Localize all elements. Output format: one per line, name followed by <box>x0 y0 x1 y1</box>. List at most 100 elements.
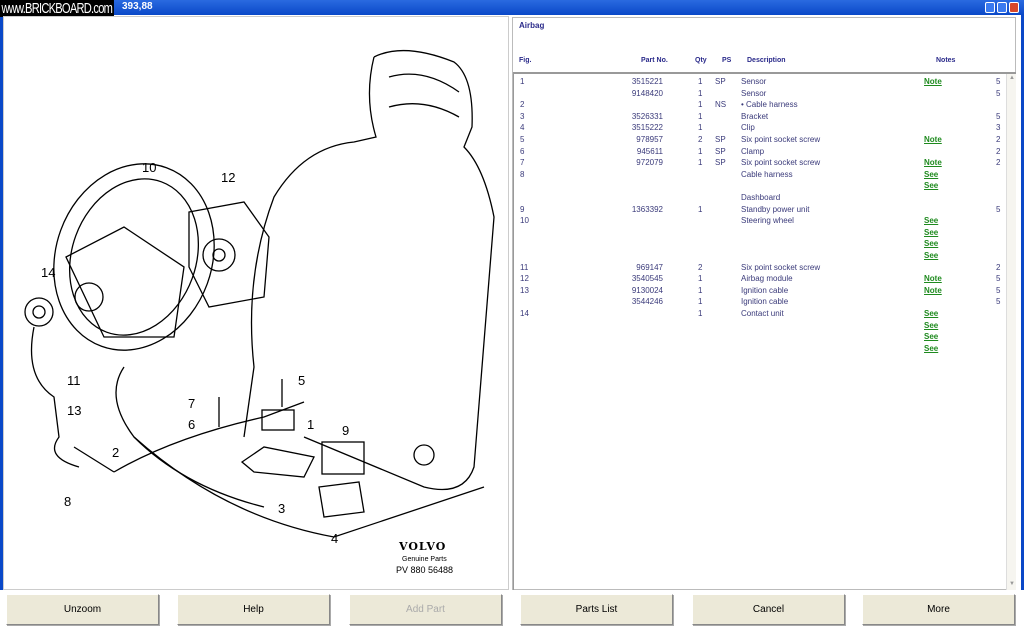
help-button[interactable]: Help <box>177 594 330 625</box>
cancel-button[interactable]: Cancel <box>692 594 845 625</box>
table-row[interactable]: Dashboard <box>514 192 1006 203</box>
scroll-down-icon[interactable]: ▼ <box>1009 581 1015 587</box>
qty-cell: 1 <box>698 146 703 156</box>
callout-13: 13 <box>67 403 81 418</box>
fig-cell: 2 <box>520 100 525 110</box>
qty-cell: 1 <box>698 309 703 318</box>
parts-diagram[interactable]: 1 2 3 4 5 6 7 8 9 10 11 12 13 14 VOLVO G… <box>3 16 509 590</box>
part-no-cell: 945611 <box>636 146 663 156</box>
col-notes: Notes <box>936 57 956 64</box>
note-link[interactable]: See <box>924 343 939 353</box>
table-row[interactable]: See <box>514 343 1006 354</box>
col-qty: Qty <box>695 57 707 64</box>
count-cell: 5 <box>996 285 1001 295</box>
fig-cell: 7 <box>520 158 525 168</box>
qty-cell: 1 <box>698 100 703 110</box>
table-row[interactable]: See <box>514 331 1006 342</box>
description-cell: Contact unit <box>741 309 784 318</box>
table-row[interactable]: 8 Cable harness See <box>514 169 1006 180</box>
description-cell: Sensor <box>741 88 767 98</box>
note-link[interactable]: See <box>924 332 939 342</box>
qty-cell: 1 <box>698 204 703 214</box>
part-no-cell: 3515222 <box>631 123 663 133</box>
qty-cell: 2 <box>698 135 703 144</box>
note-link[interactable]: Note <box>924 77 942 86</box>
note-link[interactable]: See <box>924 239 939 249</box>
part-no-cell: 3515221 <box>631 77 663 86</box>
fig-cell: 12 <box>520 274 529 284</box>
qty-cell: 2 <box>698 262 703 272</box>
description-cell: Ignition cable <box>741 285 789 295</box>
fig-cell: 1 <box>520 77 525 86</box>
fig-cell: 4 <box>520 123 525 133</box>
diagram-code: PV 880 56488 <box>396 565 453 575</box>
note-link[interactable]: Note <box>924 285 942 295</box>
col-fig: Fig. <box>519 57 532 64</box>
description-cell: Cable harness <box>741 169 793 179</box>
table-row[interactable]: See <box>514 238 1006 249</box>
description-cell: Sensor <box>741 77 767 86</box>
table-row[interactable]: See <box>514 250 1006 261</box>
note-link[interactable]: See <box>924 227 939 237</box>
note-link[interactable]: Note <box>924 158 942 168</box>
add-part-button[interactable]: Add Part <box>349 594 502 625</box>
fig-cell: 8 <box>520 169 525 179</box>
note-link[interactable]: See <box>924 251 939 260</box>
qty-cell: 1 <box>698 158 703 168</box>
note-link[interactable]: See <box>924 181 939 191</box>
description-cell: Six point socket screw <box>741 262 821 272</box>
description-cell: Standby power unit <box>741 204 810 214</box>
volvo-logo: VOLVO <box>398 540 446 553</box>
table-row[interactable]: 9148420 1 Sensor 5 <box>514 88 1006 99</box>
count-cell: 5 <box>996 77 1001 86</box>
ps-cell: SP <box>715 77 726 86</box>
count-cell: 5 <box>996 88 1001 98</box>
note-link[interactable]: Note <box>924 135 942 144</box>
watermark: www.BRICKBOARD.com <box>0 0 114 17</box>
title-bar <box>0 0 1024 15</box>
qty-cell: 1 <box>698 123 703 133</box>
more-button[interactable]: More <box>862 594 1015 625</box>
unzoom-button[interactable]: Unzoom <box>6 594 159 625</box>
note-link[interactable]: Note <box>924 274 942 284</box>
parts-list-button[interactable]: Parts List <box>520 594 673 625</box>
table-row[interactable]: See <box>514 320 1006 331</box>
count-cell: 2 <box>996 135 1001 144</box>
minimize-button[interactable] <box>985 2 995 13</box>
note-link[interactable]: See <box>924 309 939 318</box>
note-link[interactable]: See <box>924 320 939 330</box>
genuine-parts-label: Genuine Parts <box>402 556 447 563</box>
table-row[interactable]: See <box>514 180 1006 191</box>
count-cell: 5 <box>996 274 1001 284</box>
part-no-cell: 3526331 <box>631 111 663 121</box>
part-no-cell: 9148420 <box>631 88 663 98</box>
callout-2: 2 <box>112 445 119 460</box>
note-link[interactable]: See <box>924 169 939 179</box>
fig-cell: 11 <box>520 262 529 272</box>
part-no-cell: 969147 <box>636 262 663 272</box>
maximize-button[interactable] <box>997 2 1007 13</box>
part-no-cell: 972079 <box>636 158 663 168</box>
scroll-up-icon[interactable]: ▲ <box>1009 75 1015 81</box>
table-row[interactable]: See <box>514 227 1006 238</box>
callout-6: 6 <box>188 417 195 432</box>
close-button[interactable] <box>1009 2 1019 13</box>
qty-cell: 1 <box>698 88 703 98</box>
note-link[interactable]: See <box>924 216 939 226</box>
scrollbar[interactable]: ▲ ▼ <box>1006 74 1016 590</box>
